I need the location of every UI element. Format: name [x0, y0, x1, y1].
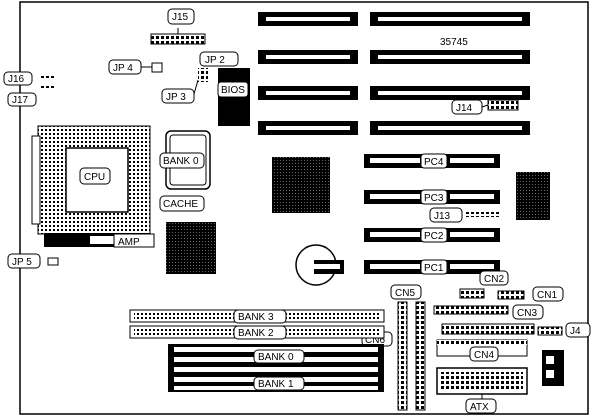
model-number: 35745: [440, 37, 468, 48]
j14-connector: J14: [451, 99, 519, 115]
bank2-label: BANK 2: [238, 328, 274, 339]
bank3-label: BANK 3: [238, 312, 274, 323]
j16-j17-connectors: J16 J17: [3, 71, 56, 107]
jp3-label: JP 3: [166, 92, 186, 103]
cn3-label: CN3: [517, 308, 537, 319]
bank0-cache-label: BANK 0: [163, 156, 199, 167]
pc3-label: PC3: [424, 193, 444, 204]
atx-connector: ATX: [436, 367, 528, 414]
cn6-label: CN6: [365, 335, 385, 346]
amp-label: AMP: [118, 237, 140, 248]
j17-label: J17: [12, 95, 29, 106]
pc2-label: PC2: [424, 231, 444, 242]
chipset-2: [166, 222, 216, 274]
bios-chip: BIOS: [217, 68, 250, 126]
jp2-label: JP 2: [205, 55, 225, 66]
jp4-jumper: JP 4: [108, 59, 163, 75]
j16-label: J16: [8, 74, 25, 85]
cache-label: CACHE: [163, 199, 198, 210]
cn4-label: CN4: [474, 350, 494, 361]
memory-banks: BANK 3 BANK 2 BANK 0 BANK 1: [129, 309, 385, 392]
cn4-connector: CN4: [436, 323, 535, 362]
jp5-jumper: JP 5: [7, 253, 59, 269]
atx-label: ATX: [470, 402, 489, 413]
bios-label: BIOS: [221, 85, 245, 96]
cpu-label: CPU: [84, 172, 105, 183]
cn5-cn6-connectors: CN5 CN6: [361, 284, 426, 411]
j13-connector: J13: [429, 207, 500, 223]
battery: [295, 244, 344, 286]
pc1-label: PC1: [424, 263, 444, 274]
amp-connector: AMP: [44, 233, 155, 248]
chipset-3: [516, 172, 550, 220]
jp5-label: JP 5: [12, 257, 32, 268]
cn1-label: CN1: [537, 290, 557, 301]
isa-slots-right: [370, 12, 530, 135]
j15-connector: J15: [150, 8, 206, 45]
chipset-1: [272, 157, 330, 213]
cpu-socket: CPU: [31, 125, 151, 235]
jp2-jp3-jumpers: JP 2 JP 3: [161, 51, 239, 104]
bank0-label: BANK 0: [258, 352, 294, 363]
bank1-label: BANK 1: [258, 379, 294, 390]
rear-port: [542, 350, 564, 386]
pc4-label: PC4: [424, 157, 444, 168]
jp4-label: JP 4: [113, 63, 133, 74]
isa-slots-left: [258, 12, 358, 135]
cache-chips: BANK 0 CACHE: [159, 130, 211, 212]
j4-connector: J4: [537, 322, 591, 338]
cn1-cn2-cn3-connectors: CN2 CN1 CN3: [433, 270, 564, 320]
j4-label: J4: [570, 326, 581, 337]
j15-label: J15: [172, 12, 189, 23]
j14-label: J14: [456, 103, 473, 114]
cn5-label: CN5: [395, 288, 415, 299]
j13-label: J13: [434, 211, 451, 222]
pci-slots: PC4 PC3 PC2 PC1: [364, 153, 500, 275]
cn2-label: CN2: [484, 274, 504, 285]
